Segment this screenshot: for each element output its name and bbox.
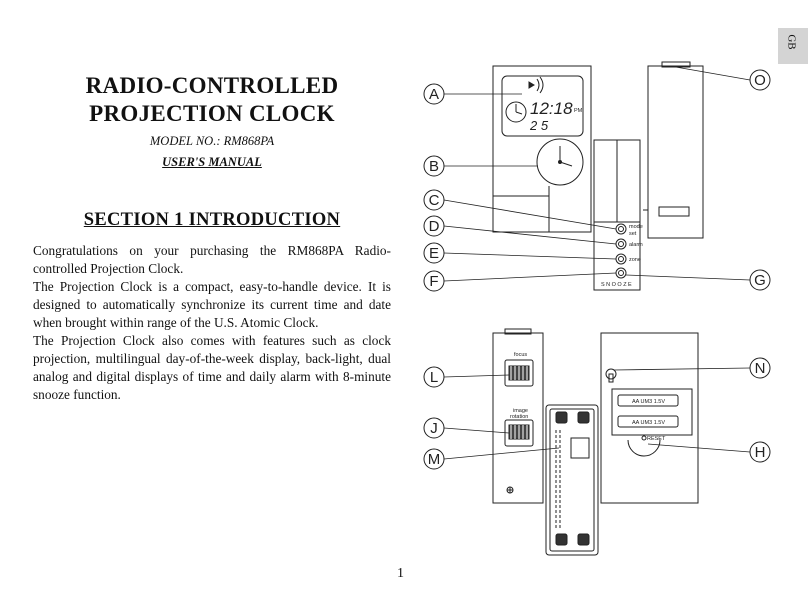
lcd-signal-icon: [528, 76, 544, 94]
rear-right-view: AA UM3 1.5V AA UM3 1.5V RESET: [600, 332, 699, 504]
callout-g-label: G: [754, 272, 766, 289]
callout-l: [423, 366, 445, 388]
callout-n-label: N: [755, 360, 766, 377]
language-tab: GB: [778, 28, 808, 64]
lcd-analog-dial: [505, 101, 527, 123]
callout-a: [423, 83, 445, 105]
callout-j-label: J: [430, 420, 438, 437]
intro-paragraph-3: The Projection Clock also comes with fea…: [33, 333, 391, 402]
clock-diagram: 12:18 PM 2 5 mode set alarm zone SNOOZE: [423, 61, 771, 556]
focus-dial-housing: [504, 359, 534, 387]
callout-o-label: O: [754, 72, 766, 89]
callout-l-label: L: [430, 369, 438, 386]
front-body: [492, 65, 592, 233]
callouts: A B C D E F G O L J M N H: [423, 69, 771, 470]
callout-c: [423, 189, 445, 211]
callout-h-label: H: [755, 444, 766, 461]
mode-label: mode: [629, 224, 643, 230]
front-view: 12:18 PM 2 5: [492, 65, 592, 233]
set-label: set: [629, 231, 637, 237]
rear-left-body: [492, 332, 544, 504]
battery-cover: [545, 404, 599, 556]
callout-f: [423, 270, 445, 292]
callout-n: [749, 357, 771, 379]
page-number: 1: [397, 566, 404, 581]
callout-c-label: C: [429, 192, 440, 209]
callout-b: [423, 155, 445, 177]
callout-a-label: A: [429, 86, 439, 103]
callout-m-label: M: [428, 451, 441, 468]
language-tab-label: GB: [785, 34, 798, 50]
lcd-panel: [501, 75, 584, 137]
mode-set-button[interactable]: [615, 223, 627, 235]
callout-f-label: F: [429, 273, 438, 290]
reset-button[interactable]: [641, 435, 647, 441]
callout-b-label: B: [429, 158, 439, 175]
page-title: RADIO-CONTROLLED PROJECTION CLOCK: [62, 72, 362, 128]
callout-e-label: E: [429, 245, 439, 262]
callout-d-label: D: [429, 218, 440, 235]
lcd-date: 2 5: [529, 118, 549, 133]
callout-h: [749, 441, 771, 463]
side-view: mode set alarm zone SNOOZE: [593, 139, 643, 291]
callout-g: [749, 269, 771, 291]
snooze-light-button[interactable]: [615, 267, 627, 279]
rear-left-view: focus image rotation: [492, 328, 544, 504]
intro-paragraph-2: The Projection Clock is a compact, easy-…: [33, 279, 391, 330]
battery-1-label: AA UM3 1.5V: [632, 399, 665, 405]
reset-label: RESET: [647, 436, 666, 442]
analog-clock-face: [536, 138, 584, 186]
alarm-button[interactable]: [615, 238, 627, 250]
rear-right-body: [600, 332, 699, 504]
manual-title: USER'S MANUAL: [162, 155, 262, 169]
callout-j: [423, 417, 445, 439]
projector-slot: [658, 206, 690, 217]
model-number: MODEL NO.: RM868PA: [149, 134, 275, 148]
alarm-label: alarm: [629, 242, 643, 248]
battery-1: [617, 394, 679, 407]
callout-o: [749, 69, 771, 91]
leader-lines: [443, 65, 751, 460]
battery-cover-body: [545, 404, 599, 556]
intro-paragraph-1: Congratulations on your purchasing the R…: [33, 243, 391, 276]
projector-body: [647, 65, 704, 239]
section-heading: SECTION 1 INTRODUCTION: [83, 210, 341, 230]
projector-arm: [643, 61, 704, 239]
battery-2-label: AA UM3 1.5V: [632, 420, 665, 426]
title-line-1: RADIO-CONTROLLED: [85, 73, 339, 98]
battery-2: [617, 415, 679, 428]
hanging-hole: [605, 368, 617, 380]
zone-button[interactable]: [615, 253, 627, 265]
reset-recess: [627, 439, 661, 457]
callout-e: [423, 242, 445, 264]
hour-hand: [559, 161, 573, 167]
title-line-2: PROJECTION CLOCK: [89, 101, 335, 126]
lcd-pm: PM: [574, 108, 583, 114]
focus-label: focus: [514, 352, 527, 358]
rotation-label: rotation: [510, 414, 528, 420]
callout-d: [423, 215, 445, 237]
lcd-time: 12:18: [530, 99, 573, 118]
image-label: image: [513, 408, 528, 414]
snooze-label: SNOOZE: [601, 282, 633, 288]
battery-compartment: [611, 388, 693, 436]
callout-m: [423, 448, 445, 470]
zone-label: zone: [629, 257, 641, 263]
